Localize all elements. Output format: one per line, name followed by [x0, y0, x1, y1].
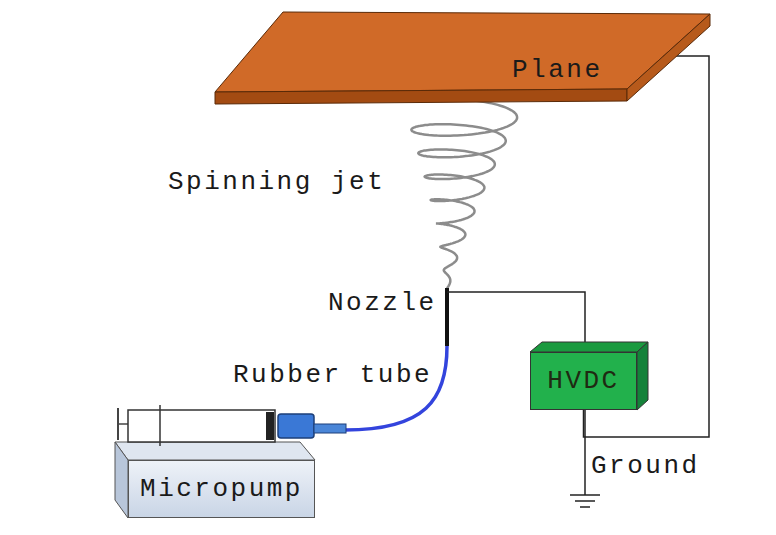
- syringe-flange: [159, 405, 161, 446]
- node-label: Micropump: [140, 475, 303, 504]
- ground-symbol: [575, 500, 595, 502]
- ground-symbol: [570, 494, 600, 496]
- node-label: HVDC: [547, 367, 619, 396]
- collector-plane: Plane: [213, 10, 713, 106]
- plane-outline: [213, 10, 713, 106]
- hvdc-top-face: [530, 342, 648, 352]
- nozzle-needle: [445, 288, 449, 346]
- syringe-hub: [278, 414, 314, 438]
- ground-symbol: [580, 506, 590, 508]
- ground-wire: [584, 410, 586, 495]
- micropump-box: Micropump: [128, 460, 315, 518]
- part-label: Rubber tube: [233, 361, 432, 390]
- pump-top-face: [115, 442, 315, 460]
- syringe-piston: [266, 412, 274, 440]
- pump-side-face: [115, 442, 128, 518]
- plane-face: [627, 14, 710, 101]
- part-label: Nozzle: [328, 289, 437, 318]
- syringe-barrel: [128, 410, 275, 442]
- part-label: Ground: [591, 452, 700, 481]
- plane-face: [215, 89, 627, 104]
- hvdc-supply: HVDC: [530, 352, 637, 410]
- hvdc-side-face: [637, 342, 648, 410]
- plane-face: [215, 12, 710, 92]
- part-label: Spinning jet: [168, 168, 385, 197]
- nozzle-wire: [447, 292, 585, 345]
- syringe-tip: [314, 424, 346, 433]
- node-label: Plane: [512, 56, 603, 85]
- spinning-jet-spiral: [411, 100, 517, 289]
